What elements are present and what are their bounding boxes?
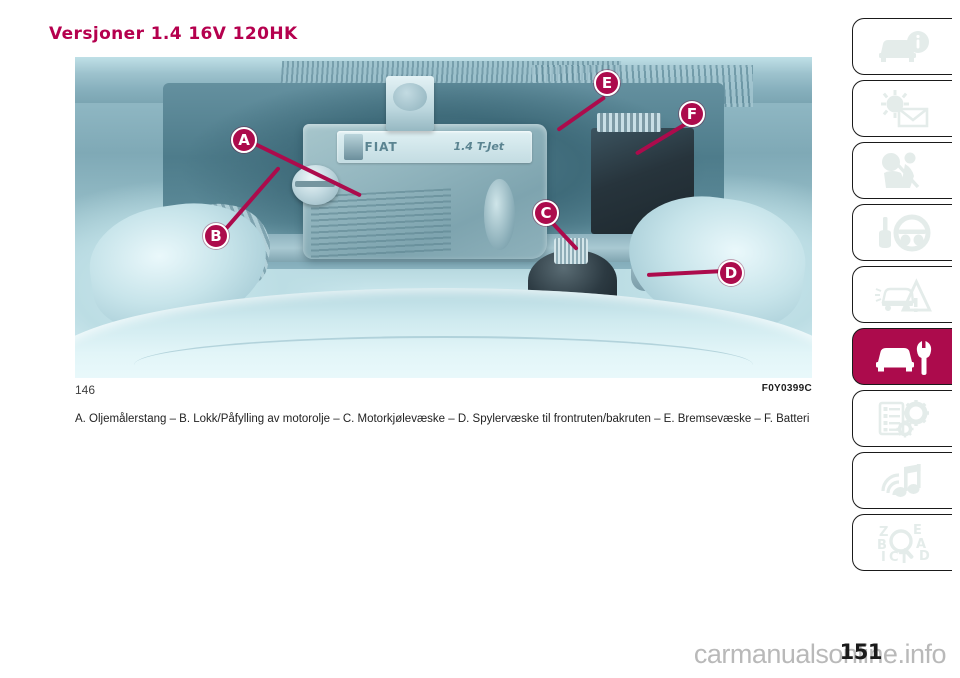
- dashboard-mail-icon: [873, 89, 933, 129]
- callout-e[interactable]: E: [594, 70, 620, 96]
- callout-b[interactable]: B: [203, 223, 229, 249]
- sidebar-item-alfabetisk-register[interactable]: Z B I C T E A D: [852, 514, 952, 571]
- photo-brake-fluid-reservoir: [386, 76, 434, 131]
- callout-a[interactable]: A: [231, 127, 257, 153]
- multimedia-icon: [875, 461, 931, 501]
- figure-caption: A. Oljemålerstang – B. Lokk/Påfylling av…: [75, 413, 810, 425]
- svg-text:B: B: [877, 538, 887, 553]
- engine-badge-model: 1.4 T-Jet: [453, 140, 505, 154]
- figure-code: F0Y0399C: [761, 383, 812, 394]
- svg-text:C: C: [889, 550, 899, 564]
- svg-text:T: T: [899, 549, 910, 564]
- passenger-safety-icon: [874, 151, 932, 191]
- index-search-icon: Z B I C T E A D: [873, 522, 933, 564]
- svg-text:I: I: [881, 550, 886, 564]
- sidebar-item-sikkerhet[interactable]: [852, 142, 952, 199]
- sidebar-item-i-nodsfall[interactable]: [852, 266, 952, 323]
- sidebar-item-bli-kjent-med-dashbordet[interactable]: [852, 80, 952, 137]
- photo-dipstick: [344, 134, 364, 160]
- svg-text:Z: Z: [879, 525, 888, 540]
- steering-key-icon: [874, 214, 932, 252]
- car-wrench-icon: [872, 338, 934, 376]
- warning-breakdown-icon: [873, 275, 933, 315]
- engine-badge-brand: FIAT: [364, 139, 398, 154]
- sidebar-item-tekniske-data[interactable]: [852, 390, 952, 447]
- engine-bay-figure: FIAT 1.4 T-Jet A B C D E F: [75, 57, 812, 378]
- callout-c[interactable]: C: [533, 200, 559, 226]
- photo-bumper-crease: [133, 336, 754, 365]
- car-info-icon: [873, 29, 933, 65]
- photo-engine-oval: [484, 178, 515, 250]
- svg-text:E: E: [913, 523, 922, 538]
- site-watermark: carmanualsonline.info: [693, 639, 947, 669]
- page-title: Versjoner 1.4 16V 120HK: [49, 24, 298, 44]
- svg-text:D: D: [919, 549, 930, 564]
- sidebar-item-bli-kjent-med-bilen[interactable]: [852, 18, 952, 75]
- callout-d[interactable]: D: [718, 260, 744, 286]
- sidebar-item-start-og-kjoring[interactable]: [852, 204, 952, 261]
- figure-number: 146: [75, 383, 96, 397]
- sidebar-item-multimedia[interactable]: [852, 452, 952, 509]
- svg-text:A: A: [916, 537, 926, 552]
- specs-gears-icon: [874, 399, 932, 439]
- chapter-tab-sidebar: Z B I C T E A D: [852, 18, 952, 571]
- page-number: 151: [839, 640, 883, 664]
- callout-f[interactable]: F: [679, 101, 705, 127]
- engine-badge: FIAT 1.4 T-Jet: [336, 130, 532, 163]
- sidebar-item-vedlikehold-og-stell[interactable]: [852, 328, 952, 385]
